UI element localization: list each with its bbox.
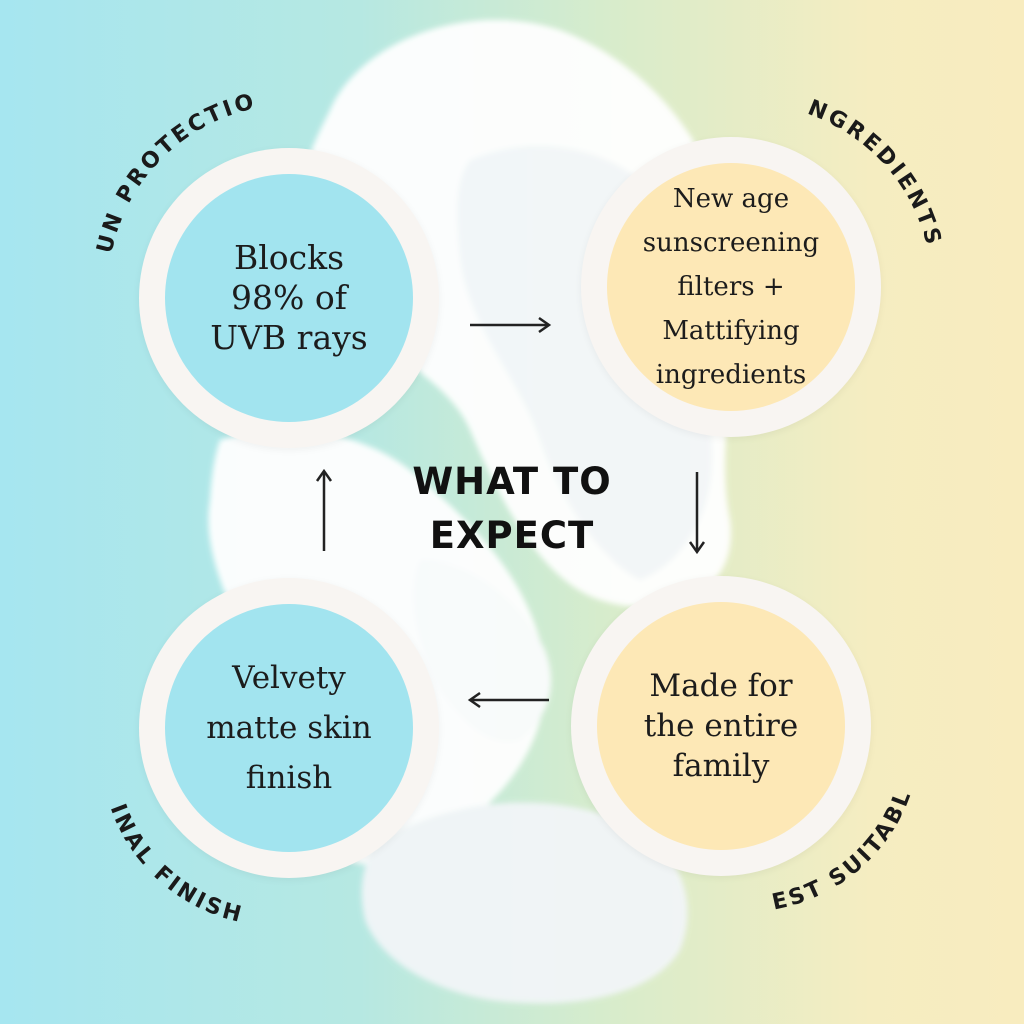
final-finish-inner: Velvety matte skin finish — [165, 604, 413, 852]
ingredients-text: New age sunscreening filters + Mattifyin… — [642, 184, 820, 390]
arrow-right — [470, 316, 552, 334]
center-title: WHAT TO EXPECT — [412, 460, 612, 557]
final-finish-circle: Velvety matte skin finish — [139, 578, 439, 878]
sun-protection-text: Blocks 98% of UVB rays — [210, 238, 368, 357]
sun-protection-circle: Blocks 98% of UVB rays — [139, 148, 439, 448]
ingredients-inner: New age sunscreening filters + Mattifyin… — [607, 163, 855, 411]
sun-protection-inner: Blocks 98% of UVB rays — [165, 174, 413, 422]
best-suitable-inner: Made for the entire family — [597, 602, 845, 850]
arrow-up — [315, 468, 333, 551]
arrow-left — [467, 691, 549, 709]
ingredients-circle: New age sunscreening filters + Mattifyin… — [581, 137, 881, 437]
best-suitable-circle: Made for the entire family — [571, 576, 871, 876]
final-finish-text: Velvety matte skin finish — [206, 660, 372, 796]
arrow-down — [688, 472, 706, 555]
best-suitable-text: Made for the entire family — [643, 668, 799, 784]
